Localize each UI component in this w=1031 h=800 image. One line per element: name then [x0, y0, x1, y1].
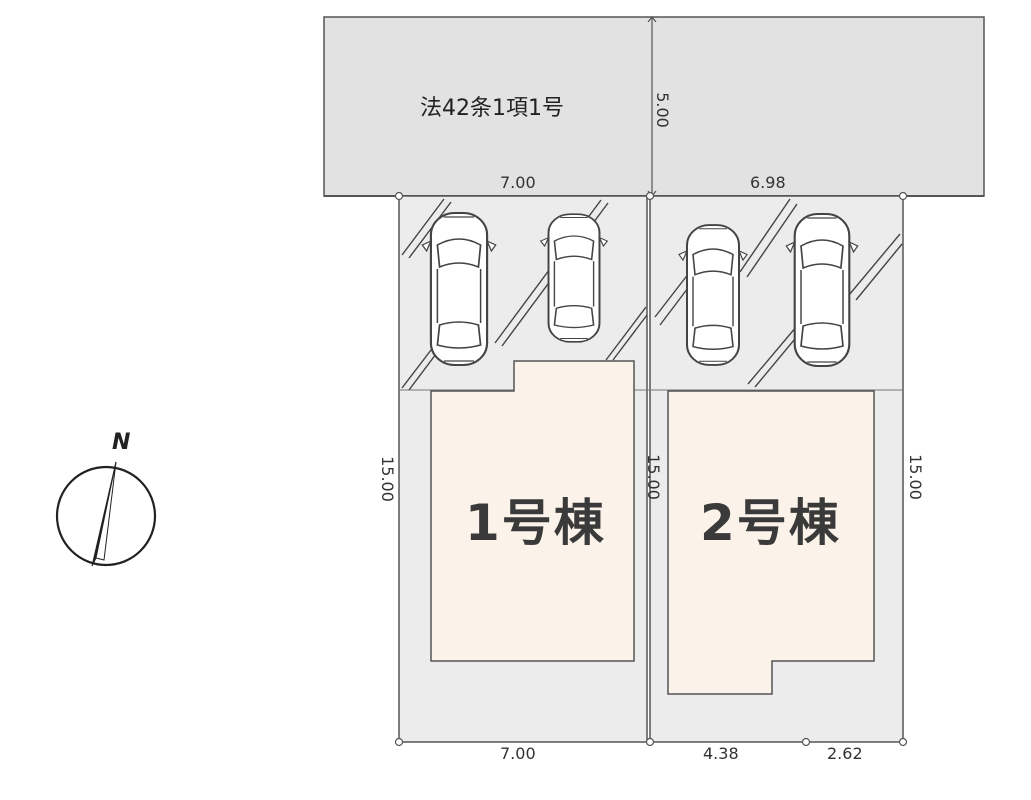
car-2 [539, 213, 609, 343]
car-4 [785, 212, 859, 368]
house-2-footprint [667, 390, 875, 695]
car-1 [421, 211, 497, 367]
rear-lot-2-a: 4.38 [703, 744, 739, 763]
rear-lot-2-b: 2.62 [827, 744, 863, 763]
car-3 [678, 224, 748, 366]
road-width-label: 5.00 [652, 92, 672, 128]
rear-lot-1: 7.00 [500, 744, 536, 763]
house-1-footprint [430, 360, 635, 662]
house-2-label: 2号棟 [700, 494, 841, 552]
road-type-label: 法42条1項1号 [420, 96, 564, 121]
depth-middle: 15.00 [643, 454, 663, 500]
depth-right: 15.00 [905, 454, 925, 500]
compass-icon [55, 461, 157, 567]
house-1-label: 1号棟 [465, 494, 606, 552]
road [323, 16, 985, 197]
frontage-lot-2: 6.98 [750, 173, 786, 192]
north-label: N [112, 430, 131, 455]
corner-markers [394, 191, 908, 747]
frontage-lot-1: 7.00 [500, 173, 536, 192]
depth-left: 15.00 [377, 456, 397, 502]
